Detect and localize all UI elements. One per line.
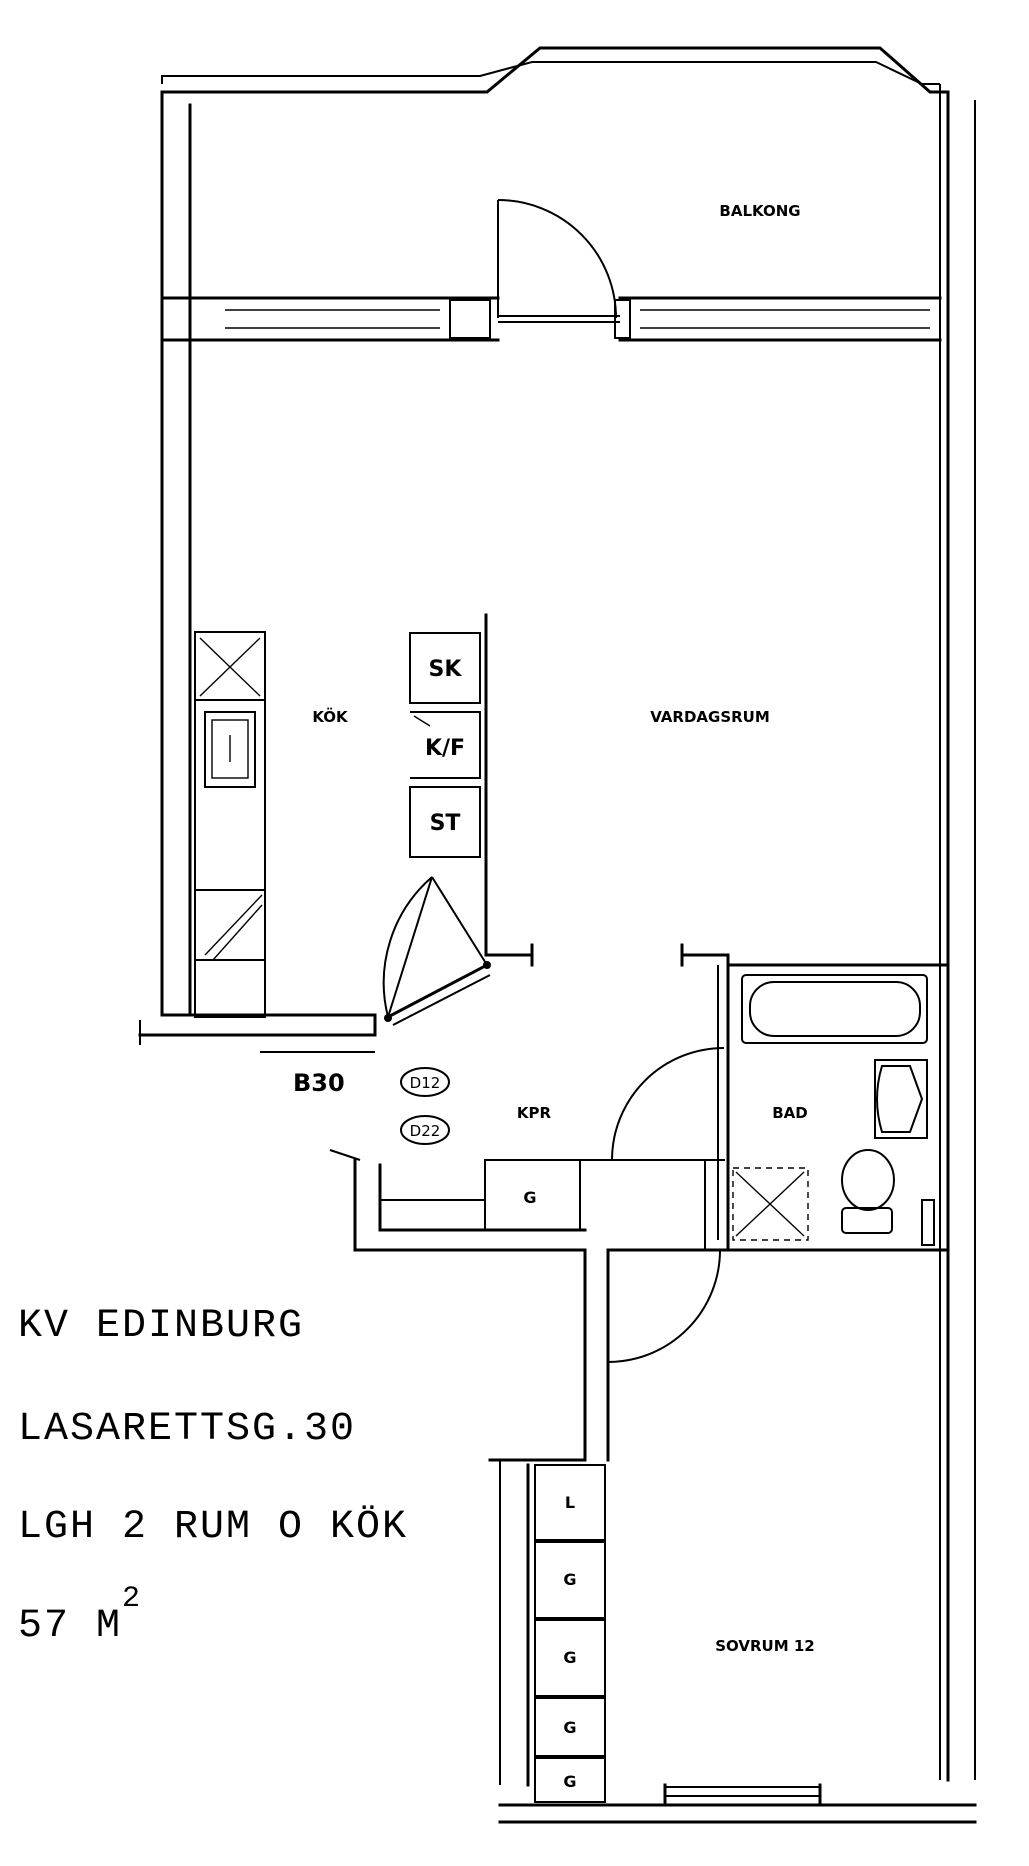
fridge-freezer-label: K/F xyxy=(425,736,465,761)
balcony-window-wall xyxy=(160,296,942,342)
balcony-door xyxy=(497,199,617,319)
kitchen-door xyxy=(382,876,491,1026)
stove: ST xyxy=(409,786,481,858)
info-address: LASARETTSG.30 xyxy=(18,1407,356,1452)
info-area: 57 M2 xyxy=(18,1582,142,1649)
b30-marker: B30 xyxy=(293,1069,345,1097)
hall-closet-label: G xyxy=(523,1188,536,1207)
linen-closet-label: L xyxy=(565,1493,575,1512)
hall-lower-wall xyxy=(329,1149,712,1252)
stove-label: ST xyxy=(430,811,461,836)
sink: SK xyxy=(409,632,481,704)
toilet xyxy=(841,1149,895,1234)
hall-label: KPR xyxy=(517,1104,552,1122)
fridge-freezer: K/F xyxy=(410,711,481,779)
info-property-name: KV EDINBURG xyxy=(18,1304,304,1349)
bedroom-bottom-wall xyxy=(498,1783,977,1824)
washbasin xyxy=(874,1059,928,1139)
bedroom-wardrobes: L G G G G xyxy=(534,1464,606,1803)
shower-area xyxy=(732,1167,809,1241)
outer-left-wall xyxy=(160,93,192,1017)
balcony-outline xyxy=(160,46,976,1782)
bathroom-label: BAD xyxy=(772,1104,808,1122)
bathroom-walls xyxy=(680,943,947,1252)
kitchen-label: KÖK xyxy=(312,707,349,726)
wardrobe-2-label: G xyxy=(563,1648,576,1667)
info-apartment-type: LGH 2 RUM O KÖK xyxy=(18,1504,408,1550)
sink-label: SK xyxy=(429,657,463,682)
d22-label: D22 xyxy=(410,1122,441,1140)
d12-marker: D12 xyxy=(400,1067,450,1097)
balcony-label: BALKONG xyxy=(719,202,800,220)
info-area-exponent: 2 xyxy=(122,1582,142,1616)
info-area-value: 57 M xyxy=(18,1604,122,1649)
living-room-label: VARDAGSRUM xyxy=(650,708,770,726)
bathtub xyxy=(741,974,928,1044)
bedroom-label: SOVRUM 12 xyxy=(715,1637,815,1655)
kitchen-counter xyxy=(194,631,266,1018)
d22-marker: D22 xyxy=(400,1115,450,1145)
bedroom-door xyxy=(607,1249,721,1363)
bedroom-left-wall xyxy=(488,1248,947,1787)
kitchen-bottom-wall xyxy=(138,1013,377,1053)
d12-label: D12 xyxy=(410,1074,441,1092)
kitchen-partition xyxy=(484,613,534,967)
bathroom-door xyxy=(611,1047,725,1161)
bath-radiator xyxy=(921,1199,935,1246)
wardrobe-1-label: G xyxy=(563,1570,576,1589)
wardrobe-4-label: G xyxy=(563,1772,576,1791)
hall-closet: G xyxy=(484,1159,581,1231)
wardrobe-3-label: G xyxy=(563,1718,576,1737)
